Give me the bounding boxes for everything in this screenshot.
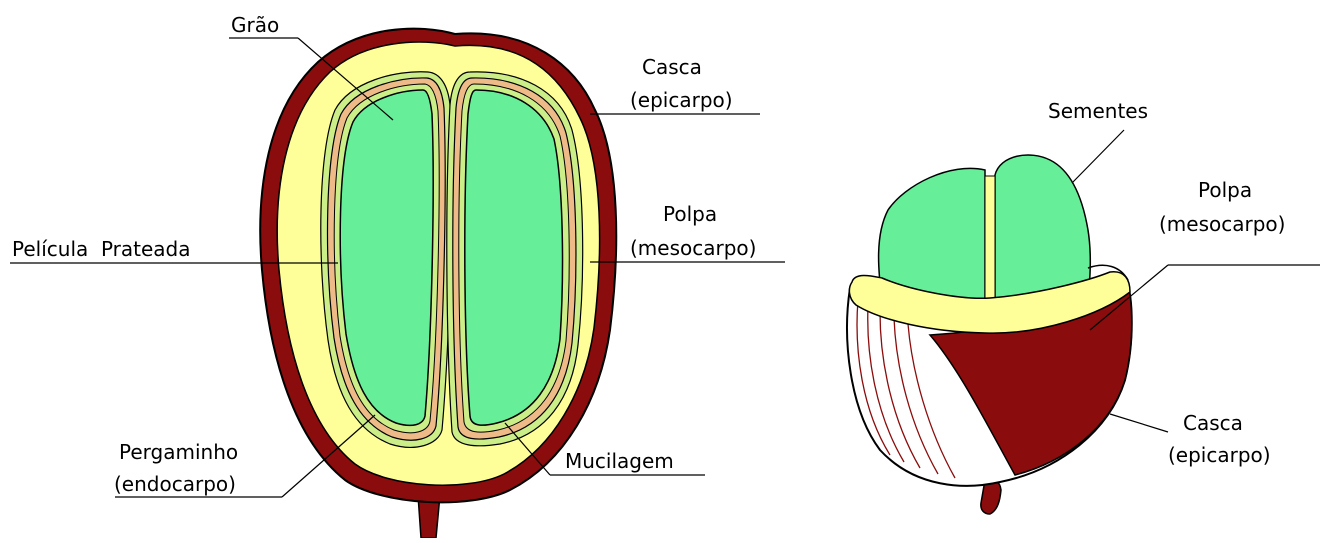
label-casca-right-line1: Casca [1183, 411, 1243, 435]
coffee-fruit-cutaway [847, 155, 1132, 514]
label-casca-left-line1: Casca [642, 55, 702, 79]
label-pergaminho-line2: (endocarpo) [114, 472, 236, 496]
grao-seed-right [465, 90, 563, 425]
label-casca-right-line2: (epicarpo) [1168, 443, 1271, 467]
label-polpa-left-line2: (mesocarpo) [630, 236, 756, 260]
label-polpa-right-line1: Polpa [1198, 178, 1252, 202]
label-polpa-left-line1: Polpa [663, 202, 717, 226]
label-casca-left-line2: (epicarpo) [630, 88, 733, 112]
label-mucilagem: Mucilagem [565, 449, 674, 473]
label-grao: Grão [231, 13, 279, 37]
coffee-fruit-section [260, 29, 616, 538]
label-pergaminho-line1: Pergaminho [119, 440, 238, 464]
label-sementes: Sementes [1048, 99, 1148, 123]
label-polpa-right-line2: (mesocarpo) [1159, 212, 1285, 236]
label-pelicula-prateada: Película Prateada [12, 237, 191, 261]
